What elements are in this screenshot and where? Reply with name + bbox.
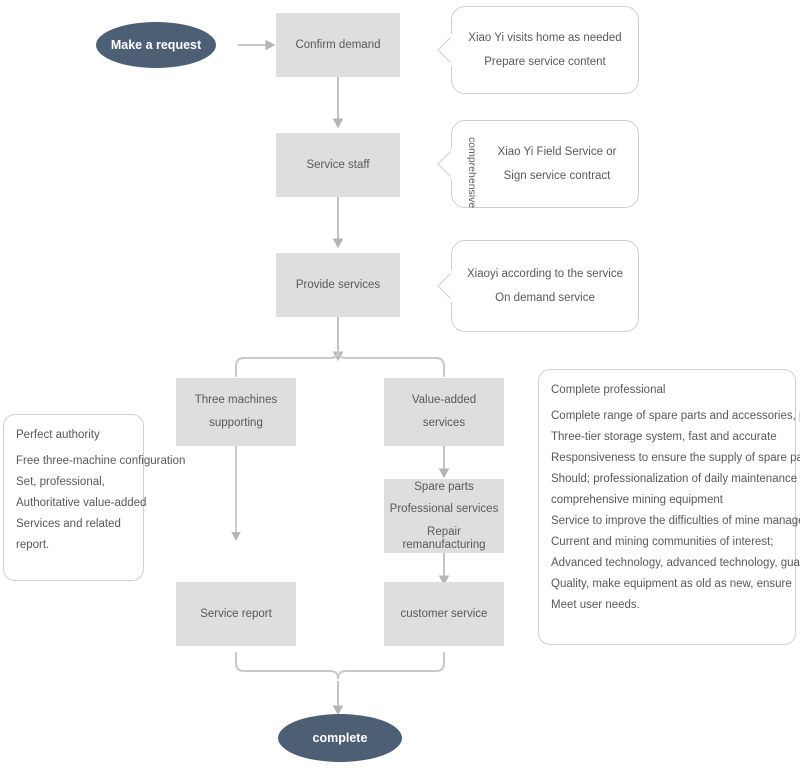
node-service-staff-label: Service staff bbox=[306, 158, 370, 171]
node-spare-parts-line-3: Repair remanufacturing bbox=[402, 526, 486, 551]
merge-brace-bottom bbox=[235, 652, 445, 680]
panel-left-title: Perfect authority bbox=[16, 429, 100, 441]
node-service-report-label: Service report bbox=[200, 607, 272, 620]
node-three-machines-line-2: supporting bbox=[209, 417, 263, 429]
node-start-label: Make a request bbox=[110, 38, 202, 52]
node-confirm-demand[interactable]: Confirm demand bbox=[276, 13, 400, 77]
callout-tail-icon bbox=[437, 148, 453, 180]
callout-3-line-1: Xiaoyi according to the service bbox=[467, 268, 623, 280]
node-value-added-line-1: Value-added bbox=[411, 394, 477, 407]
panel-left-line-2: Set, professional, bbox=[16, 476, 105, 488]
node-spare-parts[interactable]: Spare parts Professional services Repair… bbox=[384, 479, 504, 553]
panel-left-line-1: Free three-machine configuration bbox=[16, 455, 186, 467]
node-confirm-demand-label: Confirm demand bbox=[295, 38, 381, 51]
node-end-label: complete bbox=[312, 731, 368, 745]
callout-tail-icon bbox=[437, 270, 453, 302]
node-end[interactable]: complete bbox=[278, 714, 402, 762]
node-customer-service-label: customer service bbox=[400, 607, 488, 620]
panel-right-line-7: Current and mining communities of intere… bbox=[551, 536, 774, 548]
panel-right-line-6: Service to improve the difficulties of m… bbox=[551, 515, 800, 527]
node-value-added-line-2: services bbox=[422, 417, 466, 429]
panel-left-line-4: Services and related bbox=[16, 518, 121, 530]
node-three-machines-line-1: Three machines bbox=[194, 394, 278, 407]
node-provide-services[interactable]: Provide services bbox=[276, 253, 400, 317]
panel-right-line-1: Complete range of spare parts and access… bbox=[551, 410, 800, 422]
panel-perfect-authority: Perfect authority Free three-machine con… bbox=[3, 414, 186, 581]
node-three-machines-supporting[interactable]: Three machines supporting bbox=[176, 378, 296, 446]
callout-3-line-2: On demand service bbox=[495, 292, 595, 304]
callout-2-line-2: Sign service contract bbox=[503, 170, 611, 182]
callout-2-line-1: Xiao Yi Field Service or bbox=[497, 146, 617, 158]
panel-right-line-8: Advanced technology, advanced technology… bbox=[551, 557, 800, 569]
panel-right-line-10: Meet user needs. bbox=[551, 599, 640, 611]
panel-right-line-5: comprehensive mining equipment bbox=[551, 494, 723, 506]
panel-right-line-3: Responsiveness to ensure the supply of s… bbox=[551, 452, 800, 464]
panel-left-line-3: Authoritative value-added bbox=[16, 497, 147, 509]
callout-confirm-demand: Xiao Yi visits home as needed Prepare se… bbox=[437, 6, 639, 94]
panel-right-line-4: Should; professionalization of daily mai… bbox=[551, 473, 800, 485]
callout-1-line-1: Xiao Yi visits home as needed bbox=[468, 32, 622, 44]
node-service-staff[interactable]: Service staff bbox=[276, 133, 400, 197]
node-spare-parts-line-2: Professional services bbox=[389, 503, 499, 516]
node-value-added-services[interactable]: Value-added services bbox=[384, 378, 504, 446]
panel-complete-professional: Complete professional Complete range of … bbox=[538, 369, 800, 645]
node-service-report[interactable]: Service report bbox=[176, 582, 296, 646]
panel-right-title: Complete professional bbox=[551, 384, 666, 396]
panel-left-line-5: report. bbox=[16, 539, 50, 551]
node-start[interactable]: Make a request bbox=[96, 22, 216, 68]
callout-tail-icon bbox=[437, 34, 453, 66]
callout-provide-services: Xiaoyi according to the service On deman… bbox=[437, 240, 639, 332]
split-brace-top bbox=[235, 349, 445, 377]
node-provide-services-label: Provide services bbox=[295, 278, 381, 291]
node-customer-service[interactable]: customer service bbox=[384, 582, 504, 646]
panel-right-line-9: Quality, make equipment as old as new, e… bbox=[551, 578, 792, 590]
callout-2-side-label: comprehensive bbox=[466, 137, 478, 209]
callout-1-line-2: Prepare service content bbox=[484, 56, 606, 68]
node-spare-parts-line-1: Spare parts bbox=[414, 480, 474, 493]
panel-right-line-2: Three-tier storage system, fast and accu… bbox=[551, 431, 777, 443]
callout-service-staff: comprehensive Xiao Yi Field Service or S… bbox=[437, 120, 639, 209]
